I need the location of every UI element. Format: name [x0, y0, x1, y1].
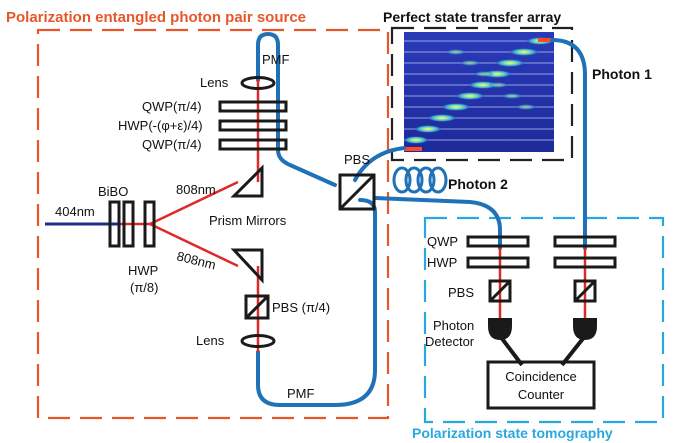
tom-qwp-label: QWP — [427, 234, 458, 249]
bibo-crystal-2 — [122, 200, 135, 248]
array-title: Perfect state transfer array — [383, 9, 561, 25]
array-frame — [390, 26, 574, 162]
tom-hwp-2 — [553, 256, 617, 269]
hwp-a-label: HWP(-(φ+ε)/4) — [118, 118, 203, 133]
hwp-pump-angle-label: (π/8) — [130, 280, 158, 295]
pmf-bottom-label: PMF — [287, 386, 315, 401]
tom-pbs-2 — [573, 279, 597, 303]
pbs-source — [244, 294, 270, 320]
pbs-source-label: PBS (π/4) — [272, 300, 330, 315]
source-frame — [36, 28, 390, 420]
tom-qwp-2 — [553, 235, 617, 248]
pbs-main-label: PBS — [344, 152, 370, 167]
counter-label-line1: Coincidence — [505, 369, 577, 384]
lens-top — [240, 76, 276, 90]
pbs-main — [338, 173, 376, 211]
coincidence-counter — [486, 360, 596, 410]
detectors — [488, 318, 597, 340]
qwp-a-label: QWP(π/4) — [142, 99, 202, 114]
tom-pbs-1 — [488, 279, 512, 303]
prism-mirror-lower — [230, 248, 264, 284]
detector-2 — [573, 318, 597, 340]
detector-1 — [488, 318, 512, 340]
qwp-b — [218, 138, 288, 151]
beam-paths — [118, 80, 587, 352]
detector-label-line2: Detector — [425, 334, 475, 349]
lens-top-label: Lens — [200, 75, 229, 90]
qwp-b-label: QWP(π/4) — [142, 137, 202, 152]
hwp-pump-label: HWP — [128, 263, 158, 278]
prism-mirrors-label: Prism Mirrors — [209, 213, 287, 228]
tomography-frame — [423, 216, 665, 424]
detector-cables — [498, 334, 587, 367]
bibo-label: BiBO — [98, 184, 128, 199]
tom-hwp-1 — [466, 256, 530, 269]
lens-bottom-label: Lens — [196, 333, 225, 348]
tomography-title: Polarization state tomography — [412, 425, 613, 441]
qwp-a — [218, 100, 288, 113]
lens-bottom — [240, 334, 276, 348]
hwp-a — [218, 119, 288, 132]
pump-wavelength-label: 404nm — [55, 204, 95, 219]
prism-mirror-upper — [230, 164, 264, 198]
photon2-label: Photon 2 — [448, 176, 508, 192]
counter-label-line2: Counter — [518, 387, 565, 402]
wavelength-upper-label: 808nm — [176, 182, 216, 197]
tom-pbs-label: PBS — [448, 285, 474, 300]
tom-qwp-1 — [466, 235, 530, 248]
tom-hwp-label: HWP — [427, 255, 457, 270]
fiber-coil — [392, 166, 448, 194]
source-title: Polarization entangled photon pair sourc… — [6, 9, 306, 26]
photon1-label: Photon 1 — [592, 66, 652, 82]
detector-label-line1: Photon — [433, 318, 474, 333]
hwp-pump — [143, 200, 156, 248]
array-intensity-map — [404, 32, 554, 152]
pmf-top-label: PMF — [262, 52, 290, 67]
bibo-crystal-1 — [108, 200, 121, 248]
